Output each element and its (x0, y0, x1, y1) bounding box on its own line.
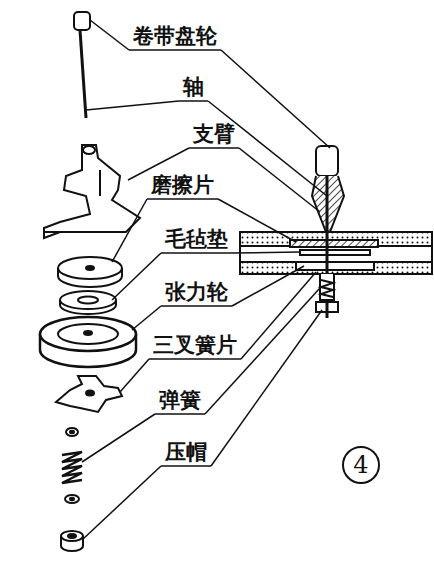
part-label: 卷带盘轮 (132, 26, 218, 47)
spring-stack-part (61, 428, 83, 551)
part-label: 张力轮 (164, 282, 229, 303)
part-label: 弹簧 (158, 390, 202, 411)
leader-line (155, 413, 205, 415)
leader-line (147, 198, 218, 200)
leader-line (129, 49, 221, 51)
leader-line (82, 466, 161, 540)
leader-line (112, 253, 161, 300)
leader-line (90, 20, 129, 50)
leader-line (239, 148, 320, 212)
part-label: 磨擦片 (150, 175, 215, 196)
leader-line (211, 310, 322, 466)
tension-wheel-part (40, 317, 136, 367)
leader-line (241, 272, 316, 359)
part-label: 毛毡垫 (164, 229, 229, 250)
part-label: 支臂 (192, 124, 236, 145)
part-label: 压帽 (164, 442, 208, 463)
part-label: 轴 (182, 77, 205, 98)
leader-line (82, 414, 155, 462)
arm-part (44, 145, 140, 238)
felt-pad-part (60, 291, 116, 314)
reel-hub-part (74, 12, 90, 118)
figure-number: 4 (352, 453, 369, 477)
leader-line (149, 358, 241, 360)
leader-line (218, 199, 296, 242)
leader-line (179, 100, 208, 102)
leader-line (120, 359, 149, 392)
leader-line (161, 465, 211, 467)
leader-line (232, 266, 304, 306)
leader-line (112, 199, 147, 262)
leader-line (86, 101, 179, 110)
leader-line (221, 50, 330, 148)
leader-line (132, 306, 161, 330)
leader-line (189, 147, 239, 149)
leader-line (232, 252, 300, 253)
leader-line (161, 252, 232, 254)
assembly-section (240, 146, 432, 318)
leader-line (161, 305, 232, 307)
spring-leaf-part (56, 376, 122, 412)
part-label: 三叉簧片 (152, 335, 238, 356)
figure-number-circle (343, 447, 379, 483)
